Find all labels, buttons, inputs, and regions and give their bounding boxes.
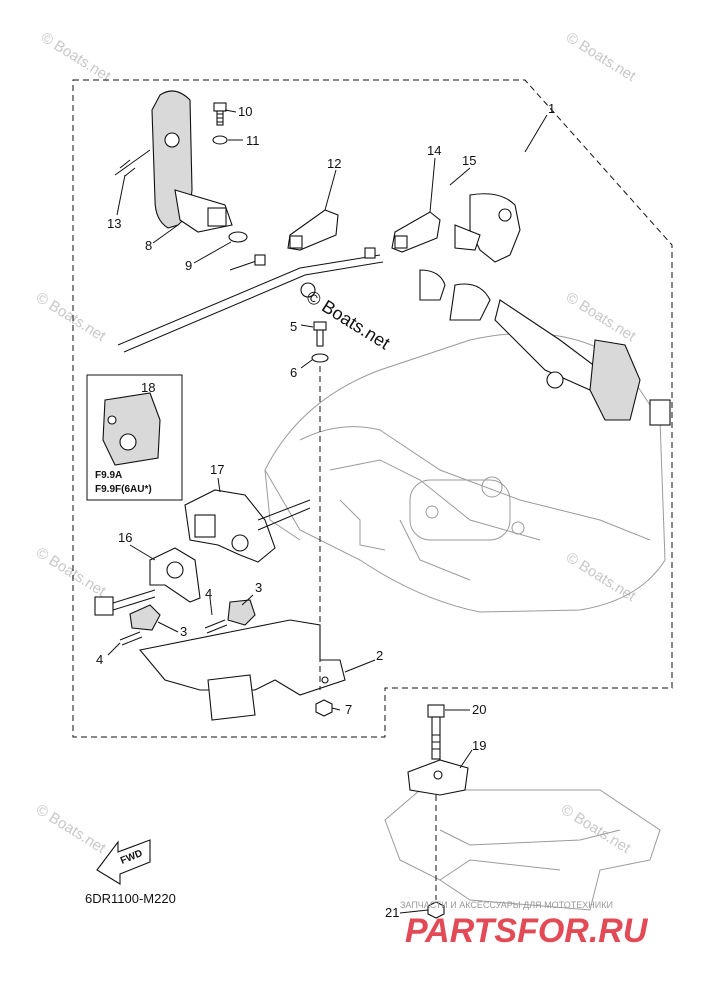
callout-4b: 4 — [96, 652, 103, 667]
callout-7: 7 — [345, 702, 352, 717]
watermark-boats: © Boats.net — [563, 289, 639, 346]
callout-16: 16 — [118, 530, 132, 545]
part-11-washer — [212, 135, 228, 145]
callout-17: 17 — [210, 462, 224, 477]
part-10-bolt — [213, 102, 227, 126]
callouts: 1 2 3 3 4 4 5 6 7 8 9 10 11 12 13 14 15 … — [96, 101, 555, 920]
parts-banner: ЗАПЧАСТИ И АКСЕССУАРЫ ДЛЯ МОТОТЕХНИКИ — [400, 900, 613, 910]
callout-3b: 3 — [180, 624, 187, 639]
part-16 — [94, 547, 201, 616]
throttle-cable — [117, 247, 384, 353]
callout-3a: 3 — [255, 580, 262, 595]
leader-lines — [107, 109, 548, 914]
watermark-boats: © Boats.net — [563, 29, 639, 86]
callout-19: 19 — [472, 738, 486, 753]
parts-logo: PARTSFOR.RU — [405, 912, 649, 950]
fwd-arrow-icon: FWD — [96, 839, 151, 885]
watermark-boats: © Boats.net — [558, 801, 634, 858]
callout-2: 2 — [376, 648, 383, 663]
part-6-washer — [311, 353, 329, 363]
callout-20: 20 — [472, 702, 486, 717]
part-8-lever — [114, 90, 233, 233]
part-19-bracket — [407, 759, 469, 796]
watermark-boats: © Boats.net — [33, 289, 109, 346]
link-arm — [419, 193, 671, 426]
inset-part-18: F9.9A F9.9F(6AU*) — [86, 374, 183, 501]
callout-8: 8 — [145, 238, 152, 253]
part-4-pins — [119, 619, 228, 646]
watermark-boats: © Boats.net — [33, 801, 109, 858]
callout-5: 5 — [290, 319, 297, 334]
callout-13: 13 — [107, 216, 121, 231]
part-5-bolt — [313, 321, 327, 347]
callout-12: 12 — [327, 156, 341, 171]
callout-15: 15 — [462, 153, 476, 168]
part-17 — [184, 489, 311, 563]
part-7-nut — [315, 699, 333, 717]
part-21-nut — [427, 901, 445, 919]
part-2-plate — [138, 619, 346, 721]
callout-9: 9 — [185, 258, 192, 273]
part-12-joint — [287, 209, 339, 251]
inset-label-2: F9.9F(6AU*) — [95, 484, 152, 495]
part-20-bolt — [427, 704, 445, 760]
part-14-joint — [391, 211, 441, 253]
assembly-boundary — [72, 79, 673, 738]
callout-4a: 4 — [205, 586, 212, 601]
part-9-oring — [228, 231, 248, 243]
callout-11: 11 — [246, 133, 260, 148]
callout-6: 6 — [290, 365, 297, 380]
watermark-boats: © Boats.net — [38, 29, 114, 86]
drawing-code: 6DR1100-M220 — [85, 891, 176, 906]
callout-21: 21 — [385, 905, 399, 920]
bracket-housing — [264, 332, 666, 613]
watermark-boats: © Boats.net — [33, 544, 109, 601]
callout-18: 18 — [141, 380, 155, 395]
callout-1: 1 — [548, 101, 555, 116]
callout-14: 14 — [427, 143, 441, 158]
watermark-boats: © Boats.net — [563, 549, 639, 606]
lower-bracket — [384, 789, 661, 911]
inset-label-1: F9.9A — [95, 470, 122, 481]
callout-10: 10 — [238, 104, 252, 119]
part-3-clips — [129, 599, 256, 631]
